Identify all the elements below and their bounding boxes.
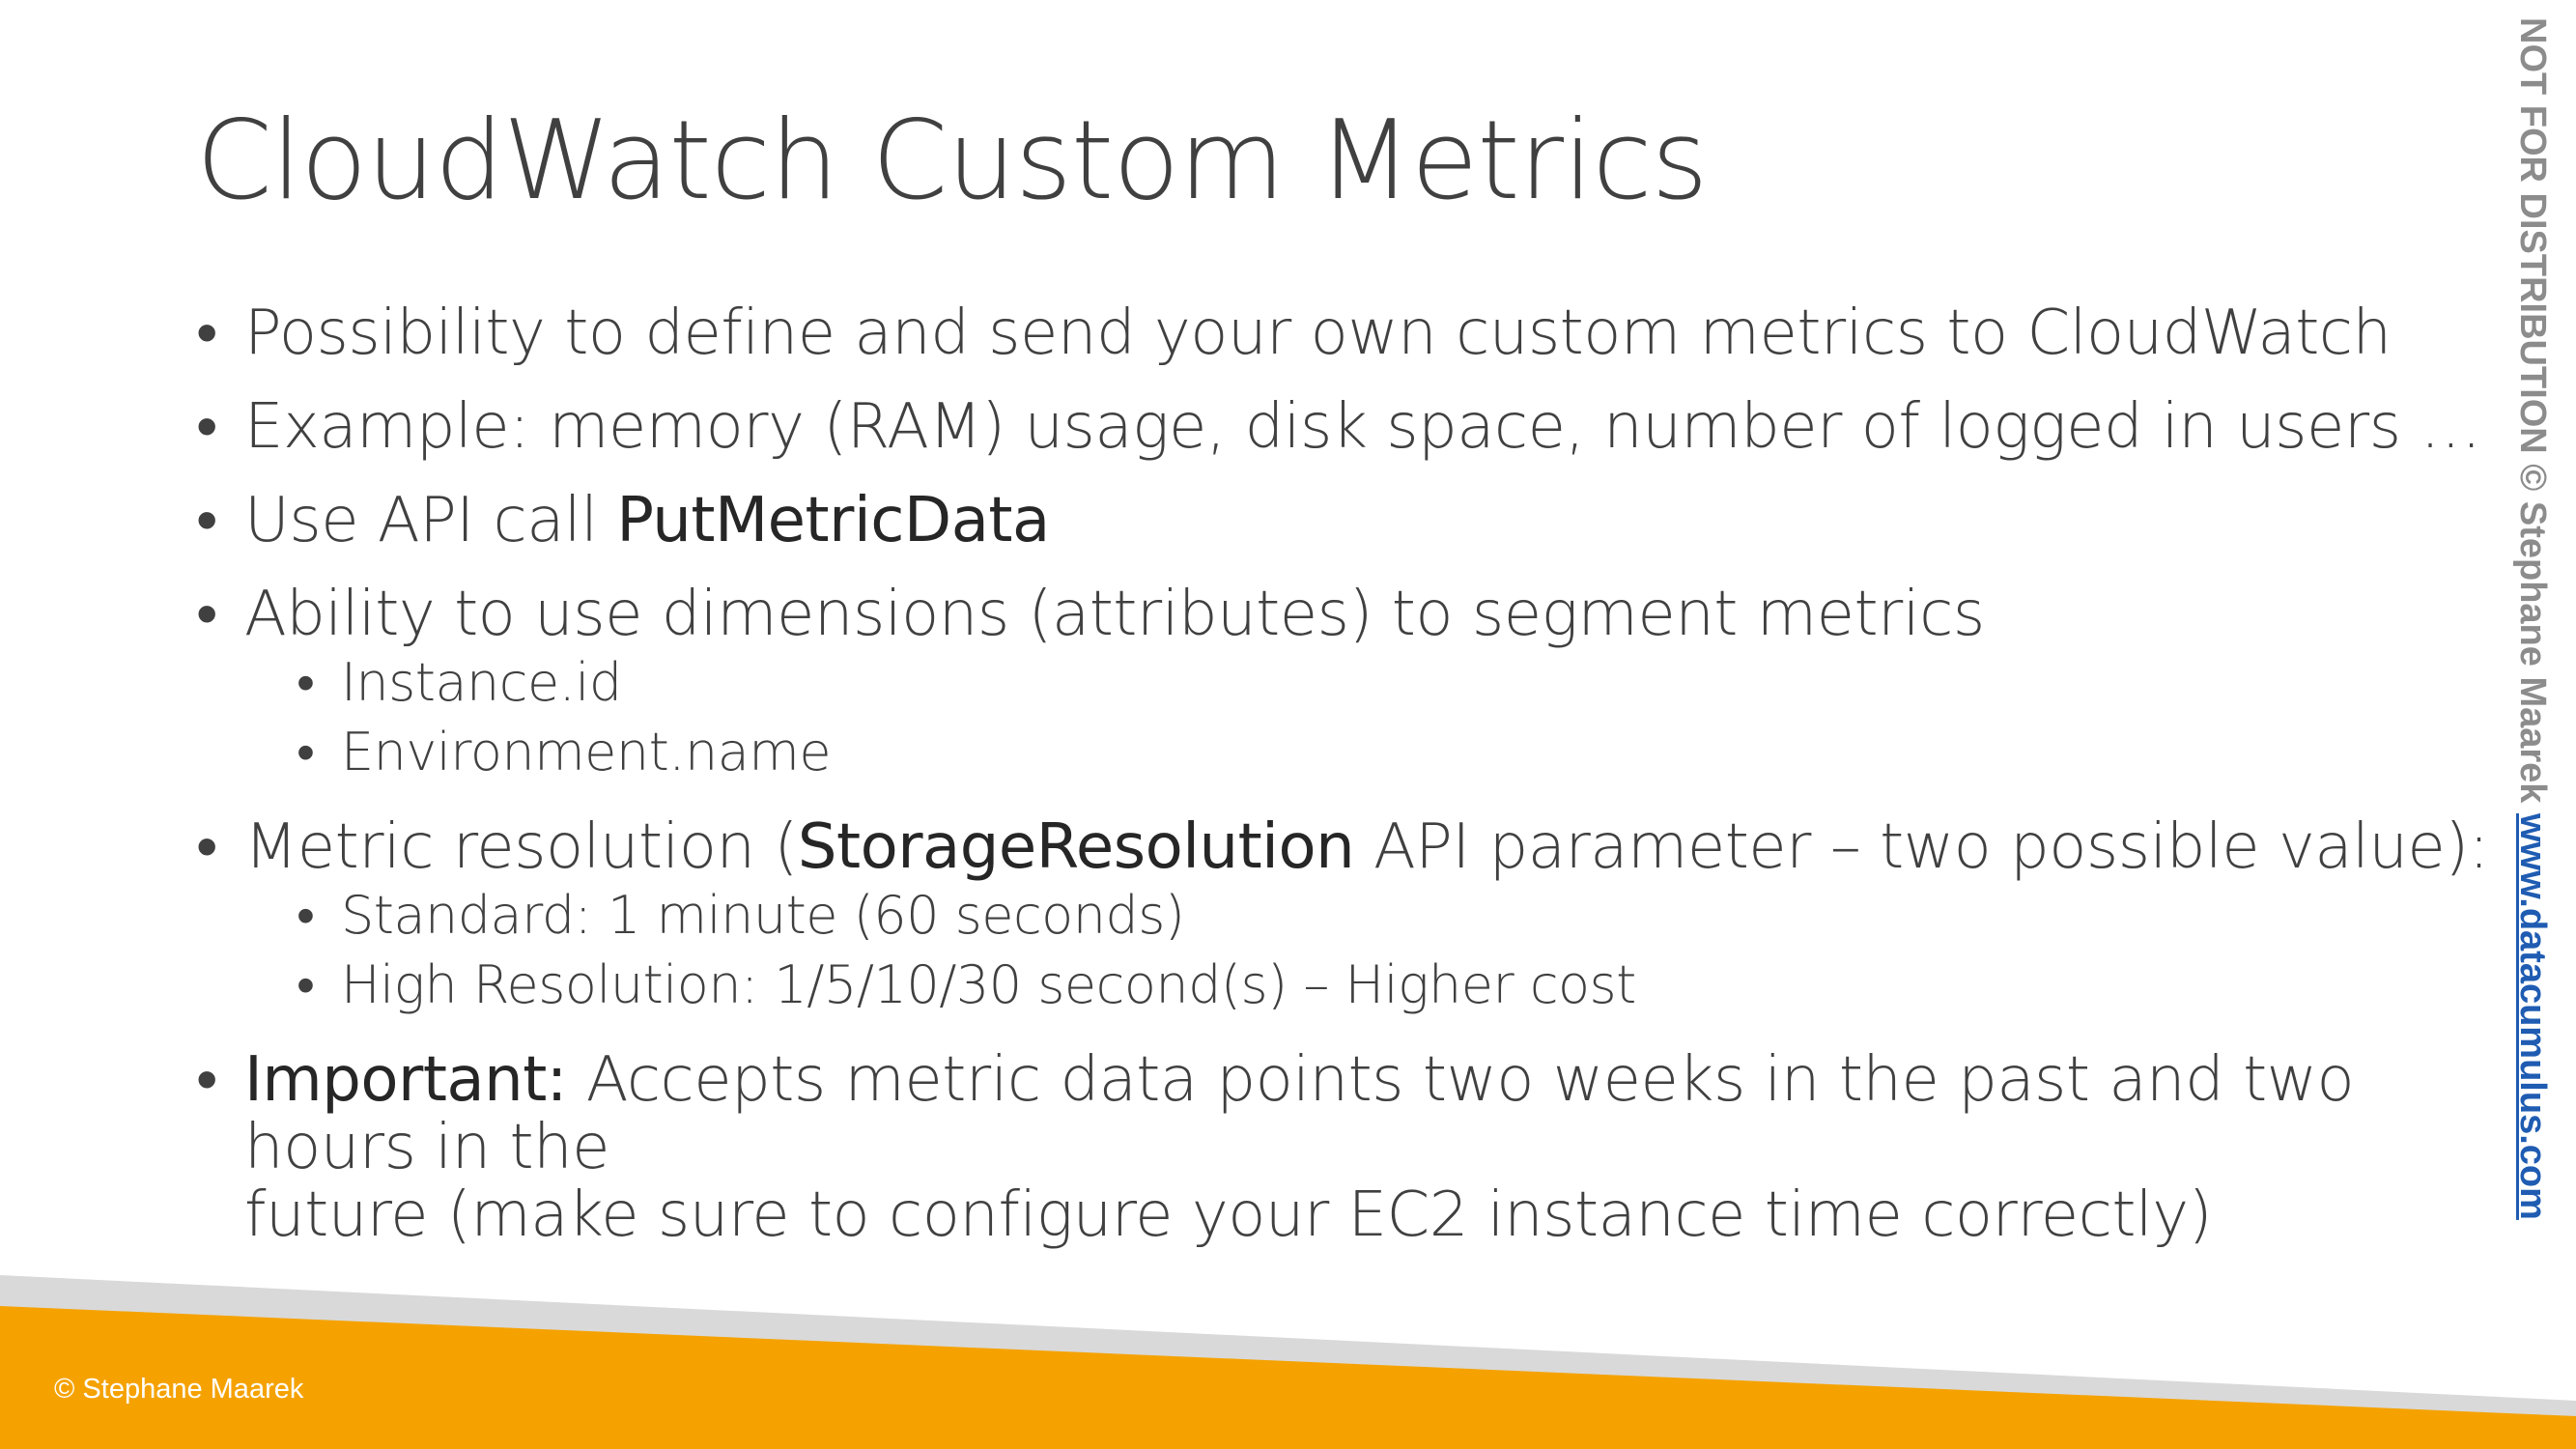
bullet-resolution-pre: Metric resolution (: [244, 811, 798, 883]
side-watermark: NOT FOR DISTRIBUTION © Stephane Maarek w…: [2508, 17, 2557, 1220]
watermark-text: NOT FOR DISTRIBUTION © Stephane Maarek: [2512, 17, 2553, 804]
bullet-important-line1: Accepts metric data points two weeks in …: [244, 1044, 2355, 1183]
sub-bullet-environment-name: Environment.name: [196, 718, 2495, 787]
sub-bullet-instance-id: Instance.id: [196, 648, 2495, 718]
bullet-important-line2: future (make sure to configure your EC2 …: [244, 1179, 2213, 1251]
bullet-important-label: Important:: [244, 1044, 567, 1116]
footer-band: [0, 1275, 2576, 1449]
footer-copyright: © Stephane Maarek: [54, 1374, 304, 1405]
bullet-custom-metrics: Possibility to define and send your own …: [196, 299, 2495, 367]
bullet-list: Possibility to define and send your own …: [196, 299, 2495, 1249]
bullet-api-call: Use API call PutMetricData: [196, 487, 2495, 554]
bullet-example: Example: memory (RAM) usage, disk space,…: [196, 393, 2495, 461]
bullet-resolution-param: StorageResolution: [797, 811, 1355, 883]
bullet-dimensions: Ability to use dimensions (attributes) t…: [196, 581, 2495, 648]
watermark-site-link[interactable]: www.datacumulus.com: [2512, 813, 2553, 1220]
sub-bullet-high-resolution: High Resolution: 1/5/10/30 second(s) – H…: [196, 951, 2495, 1020]
bullet-important: Important: Accepts metric data points tw…: [196, 1046, 2495, 1249]
footer-orange-band: [0, 1306, 2576, 1449]
bullet-api-call-name: PutMetricData: [616, 485, 1050, 556]
bullet-resolution-post: API parameter – two possible value):: [1354, 811, 2489, 883]
slide-title: CloudWatch Custom Metrics: [196, 97, 1709, 224]
sub-bullet-standard: Standard: 1 minute (60 seconds): [196, 881, 2495, 951]
bullet-resolution: Metric resolution (StorageResolution API…: [196, 813, 2495, 881]
bullet-api-call-text: Use API call: [244, 485, 617, 556]
